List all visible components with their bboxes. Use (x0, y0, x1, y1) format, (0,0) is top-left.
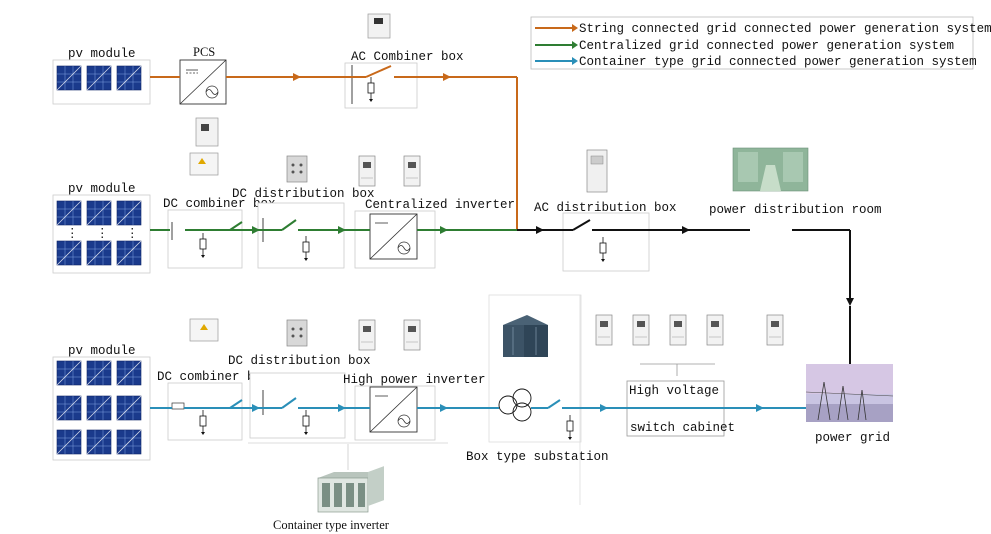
row-string: pv module PCS AC Combiner box (52, 13, 518, 230)
string-inverter-icon (195, 117, 219, 147)
legend-item-centralized: Centralized grid connected power generat… (579, 39, 954, 53)
ac-distribution-cabinet-icon (586, 149, 608, 193)
high-voltage-cabinets-icon (595, 314, 784, 346)
row2-pv-module-label: pv module (68, 182, 136, 196)
box-type-substation-icon (503, 315, 548, 357)
container-connector (248, 442, 448, 444)
power-grid-label: power grid (815, 431, 890, 445)
legend-frame (530, 16, 974, 70)
dc-combiner-box-icon (189, 152, 219, 176)
row3-pv-module-label: pv module (68, 344, 136, 358)
row-centralized: pv module ⋮ ⋮ ⋮ DC combiner box DC distr… (52, 147, 882, 372)
dc-distribution-box-icon (286, 155, 308, 183)
container-type-inverter-icon (317, 466, 384, 513)
switch-cabinet-label: switch cabinet (630, 421, 735, 435)
high-power-inverter-label: High power inverter (343, 373, 486, 387)
high-voltage-label: High voltage (629, 384, 719, 398)
container-type-inverter-label: Container type inverter (273, 518, 390, 532)
row2-dc-combiner-box-label: DC combiner box (163, 197, 276, 211)
power-distribution-room-label: power distribution room (709, 203, 882, 217)
transformer-symbol (498, 388, 532, 422)
ac-combiner-box-label: AC Combiner box (351, 50, 464, 64)
row3-dc-distribution-box-icon (286, 319, 308, 347)
ac-distribution-box-label: AC distribution box (534, 201, 677, 215)
legend-item-string: String connected grid connected power ge… (579, 22, 991, 36)
row3-dc-distribution-box (249, 372, 346, 439)
svg-text:⋮: ⋮ (66, 227, 79, 241)
ac-distribution-box (562, 212, 650, 272)
row3-dc-combiner-box (167, 382, 243, 441)
inverter-unit-icon (367, 13, 391, 39)
row1-pv-module-label: pv module (68, 47, 136, 61)
power-grid-icon (805, 364, 894, 422)
svg-text:⋮: ⋮ (126, 227, 139, 241)
high-power-inverter-icon (358, 319, 421, 351)
centralized-inverter-icon (358, 155, 421, 187)
row-container: pv module DC combiner box DC distributio… (52, 294, 894, 532)
box-type-substation-frame (488, 294, 582, 443)
pcs-label: PCS (193, 45, 215, 59)
row2-dc-distribution-box-label: DC distribution box (232, 187, 375, 201)
legend-item-container: Container type grid connected power gene… (579, 55, 977, 69)
row3-dc-combiner-box-icon (189, 318, 219, 342)
row2-dc-distribution-box (257, 202, 345, 269)
box-type-substation-label: Box type substation (466, 450, 609, 464)
centralized-inverter-label: Centralized inverter (365, 198, 515, 212)
legend: String connected grid connected power ge… (530, 16, 991, 70)
row3-dc-combiner-box-label: DC combiner box (157, 370, 270, 384)
power-distribution-room-icon (732, 147, 809, 192)
svg-text:⋮: ⋮ (96, 227, 109, 241)
row3-dc-distribution-box-label: DC distribution box (228, 354, 371, 368)
